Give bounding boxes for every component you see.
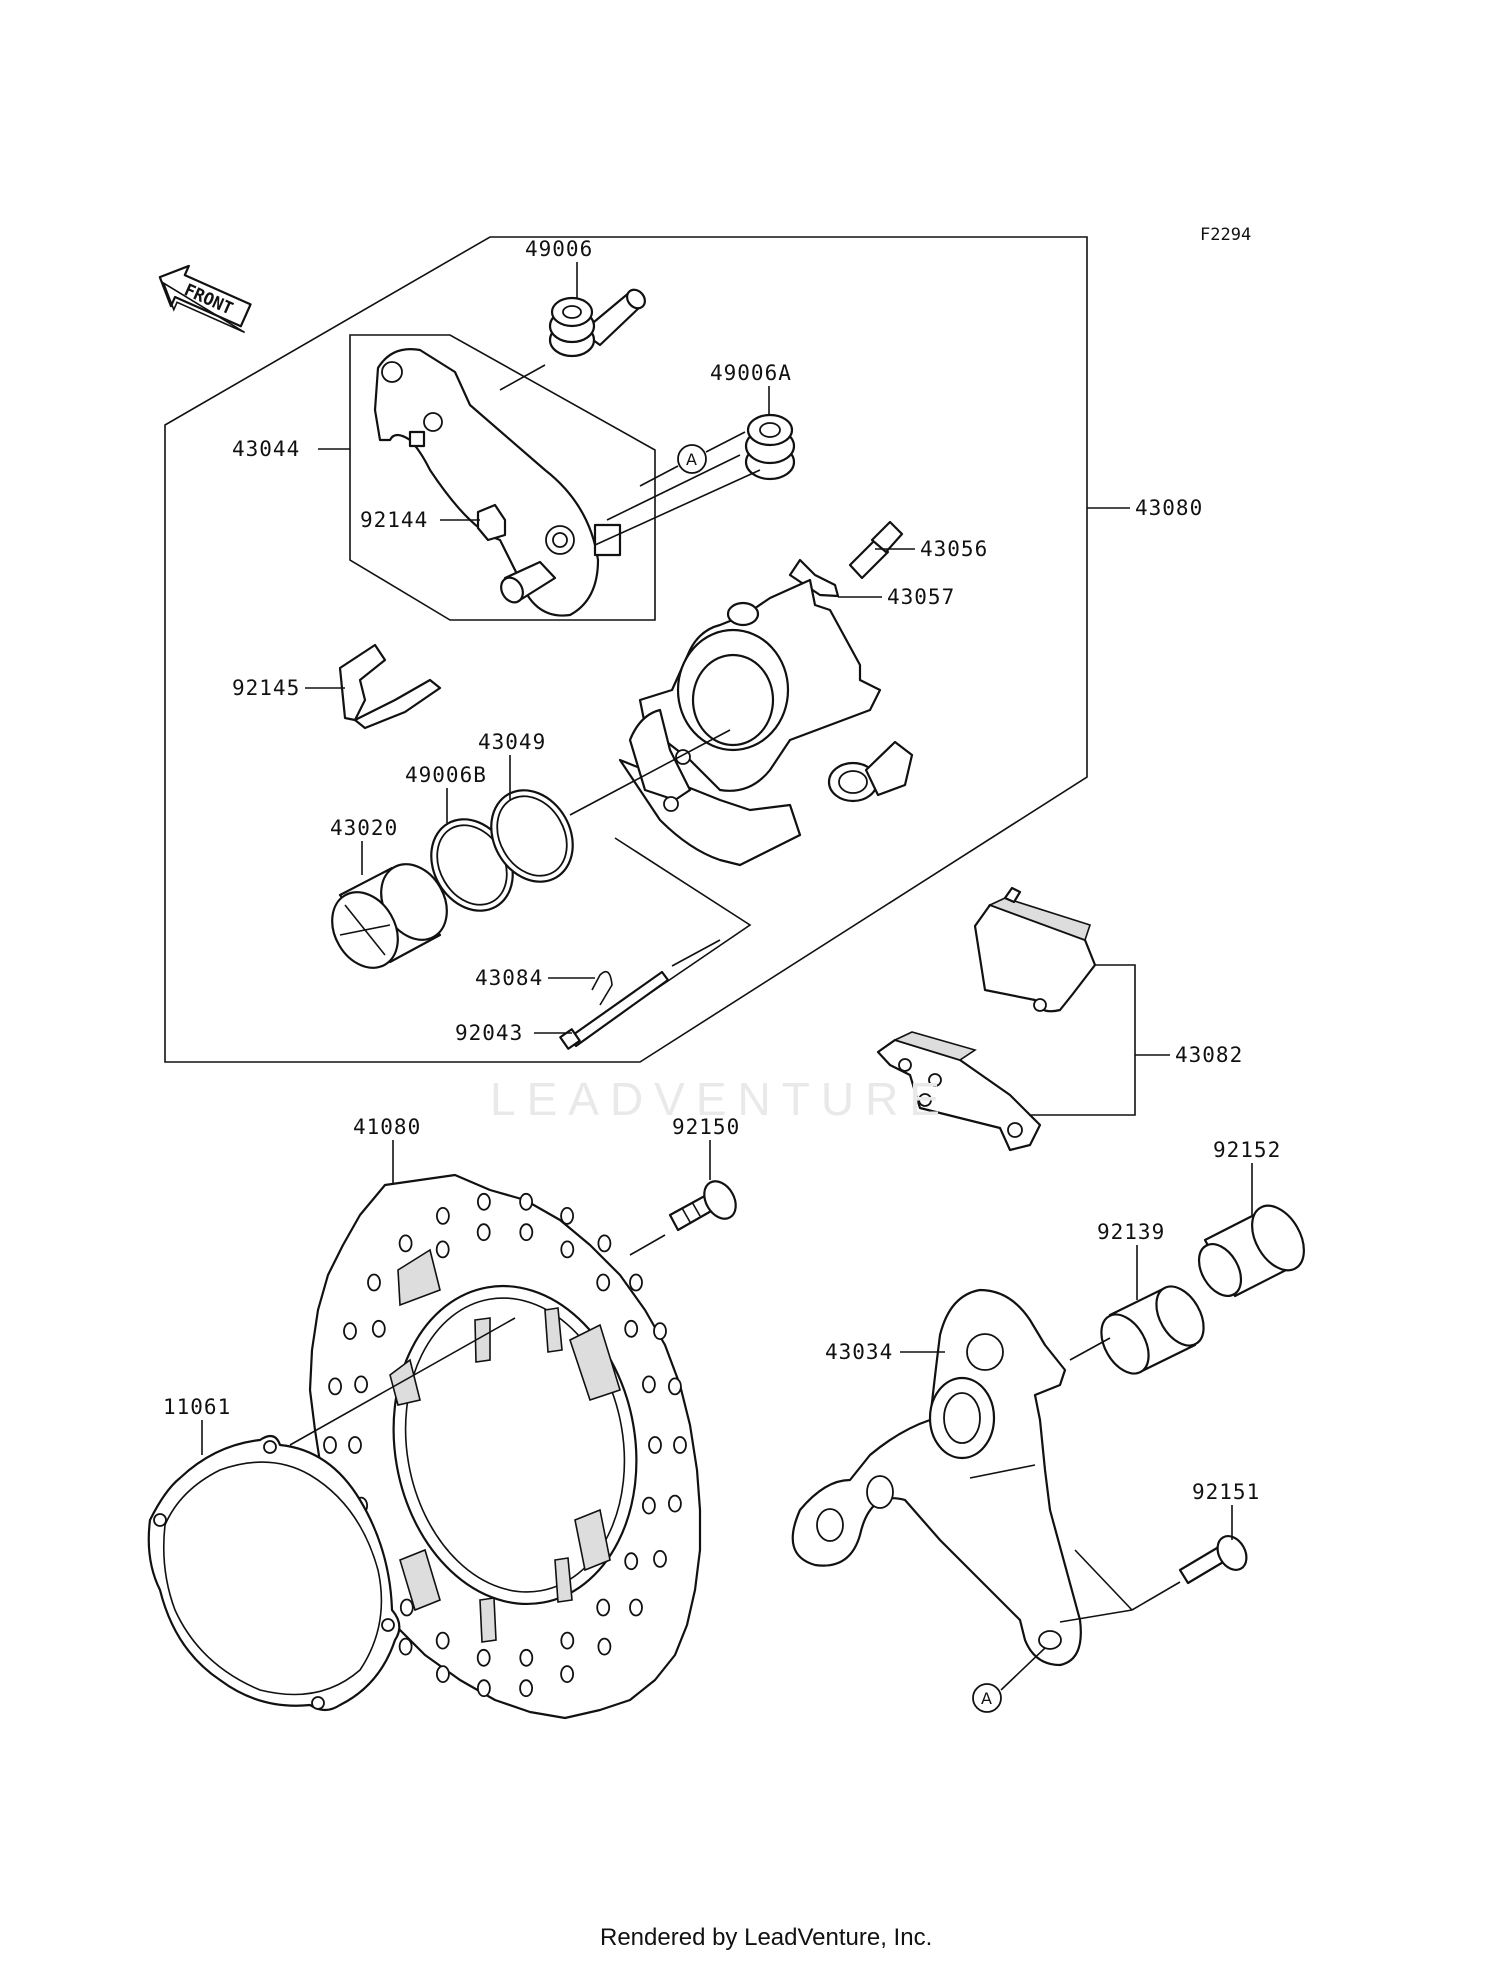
brake-disc-41080 bbox=[308, 1173, 702, 1720]
bushing-92152 bbox=[1197, 1204, 1305, 1298]
bleed-valve-43056 bbox=[848, 520, 904, 580]
piston-group-outline bbox=[614, 837, 752, 1001]
boot-49006a bbox=[744, 413, 796, 481]
bushing-92139 bbox=[1100, 1285, 1205, 1375]
disc-hole bbox=[435, 1207, 450, 1225]
disc-hole bbox=[348, 1436, 362, 1454]
disc-hole bbox=[597, 1637, 612, 1656]
disc-hole bbox=[560, 1665, 574, 1683]
disc-hole bbox=[519, 1223, 534, 1242]
credit-text: Rendered by LeadVenture, Inc. bbox=[600, 1924, 932, 1951]
disc-hole bbox=[519, 1679, 533, 1698]
callout-92150: 92150 bbox=[672, 1115, 740, 1139]
callout-49006: 49006 bbox=[525, 237, 593, 261]
boot-49006 bbox=[548, 296, 596, 358]
reference-marker-a-lower-label: A bbox=[981, 1689, 992, 1708]
callout-49006a: 49006A bbox=[710, 361, 792, 385]
disc-hole bbox=[435, 1665, 450, 1683]
callout-92145: 92145 bbox=[232, 676, 300, 700]
callout-43056: 43056 bbox=[920, 537, 988, 561]
seal-43049 bbox=[490, 789, 574, 883]
piston-43020 bbox=[331, 863, 448, 969]
reference-marker-a-upper-label: A bbox=[686, 450, 697, 469]
disc-hole bbox=[367, 1273, 381, 1292]
disc-hole bbox=[629, 1273, 643, 1292]
disc-hole bbox=[435, 1240, 450, 1259]
callout-41080: 41080 bbox=[353, 1115, 421, 1139]
disc-hole bbox=[624, 1552, 639, 1571]
disc-hole bbox=[642, 1375, 656, 1394]
front-arrow-icon: FRONT bbox=[158, 264, 252, 334]
disc-hole bbox=[476, 1223, 491, 1242]
callout-49006b: 49006B bbox=[405, 763, 487, 787]
disc-hole bbox=[371, 1319, 386, 1338]
disc-hole bbox=[597, 1234, 612, 1253]
disc-hole bbox=[596, 1273, 611, 1292]
bolt-92150 bbox=[668, 1180, 737, 1232]
callout-43080: 43080 bbox=[1135, 496, 1203, 520]
reference-marker-a-upper: A bbox=[677, 444, 707, 474]
disc-hole bbox=[560, 1240, 575, 1259]
callout-43020: 43020 bbox=[330, 816, 398, 840]
disc-hole bbox=[435, 1631, 450, 1650]
gasket-11061 bbox=[147, 1434, 401, 1712]
disc-hole bbox=[354, 1375, 369, 1394]
callout-92151: 92151 bbox=[1192, 1480, 1260, 1504]
disc-hole bbox=[323, 1436, 337, 1454]
disc-hole bbox=[328, 1377, 343, 1396]
disc-hole bbox=[668, 1494, 682, 1513]
torque-bracket-43034 bbox=[791, 1288, 1082, 1667]
callout-43044: 43044 bbox=[232, 437, 300, 461]
diagram-code: F2294 bbox=[1200, 225, 1251, 245]
callout-43057: 43057 bbox=[887, 585, 955, 609]
callout-11061: 11061 bbox=[163, 1395, 231, 1419]
disc-hole bbox=[653, 1322, 667, 1340]
disc-hole bbox=[560, 1631, 575, 1650]
disc-hole bbox=[398, 1637, 413, 1656]
disc-hole bbox=[476, 1679, 491, 1698]
caliper-body bbox=[618, 578, 914, 867]
bracket-group-outline bbox=[349, 334, 656, 621]
reference-marker-a-lower: A bbox=[972, 1683, 1002, 1713]
bolt-92151 bbox=[1178, 1535, 1248, 1585]
disc-hole bbox=[668, 1377, 682, 1396]
leader-lines bbox=[201, 262, 1253, 1540]
disc-hole bbox=[519, 1192, 533, 1211]
disc-hole bbox=[673, 1436, 687, 1454]
disc-hole bbox=[648, 1436, 662, 1454]
callout-92144: 92144 bbox=[360, 508, 428, 532]
pad-spring-92145 bbox=[338, 643, 442, 730]
callout-92152: 92152 bbox=[1213, 1138, 1281, 1162]
disc-hole bbox=[398, 1234, 413, 1253]
disc-hole bbox=[476, 1648, 491, 1667]
disc-hole bbox=[560, 1207, 574, 1225]
clip-92144 bbox=[476, 503, 507, 542]
callout-92043: 92043 bbox=[455, 1021, 523, 1045]
disc-hole bbox=[629, 1598, 643, 1617]
disc-hole bbox=[399, 1598, 414, 1617]
callout-43049: 43049 bbox=[478, 730, 546, 754]
caliper-assembly-outline bbox=[164, 236, 1088, 1063]
disc-hole bbox=[642, 1496, 656, 1515]
callout-43034: 43034 bbox=[825, 1340, 893, 1364]
caliper-bracket bbox=[373, 348, 600, 617]
brake-pad-front bbox=[973, 886, 1097, 1013]
pad-pin-92043 bbox=[559, 970, 670, 1050]
callout-43082: 43082 bbox=[1175, 1043, 1243, 1067]
disc-hole bbox=[519, 1648, 534, 1667]
disc-hole bbox=[596, 1598, 611, 1617]
callout-43084: 43084 bbox=[475, 966, 543, 990]
callout-92139: 92139 bbox=[1097, 1220, 1165, 1244]
clip-43084 bbox=[591, 970, 613, 1006]
disc-hole bbox=[343, 1322, 357, 1340]
watermark: LEADVENTURE bbox=[490, 1073, 951, 1125]
disc-hole bbox=[653, 1550, 667, 1568]
brake-pad-rear bbox=[876, 1031, 1042, 1152]
disc-hole bbox=[476, 1192, 491, 1211]
disc-hole bbox=[624, 1319, 639, 1338]
